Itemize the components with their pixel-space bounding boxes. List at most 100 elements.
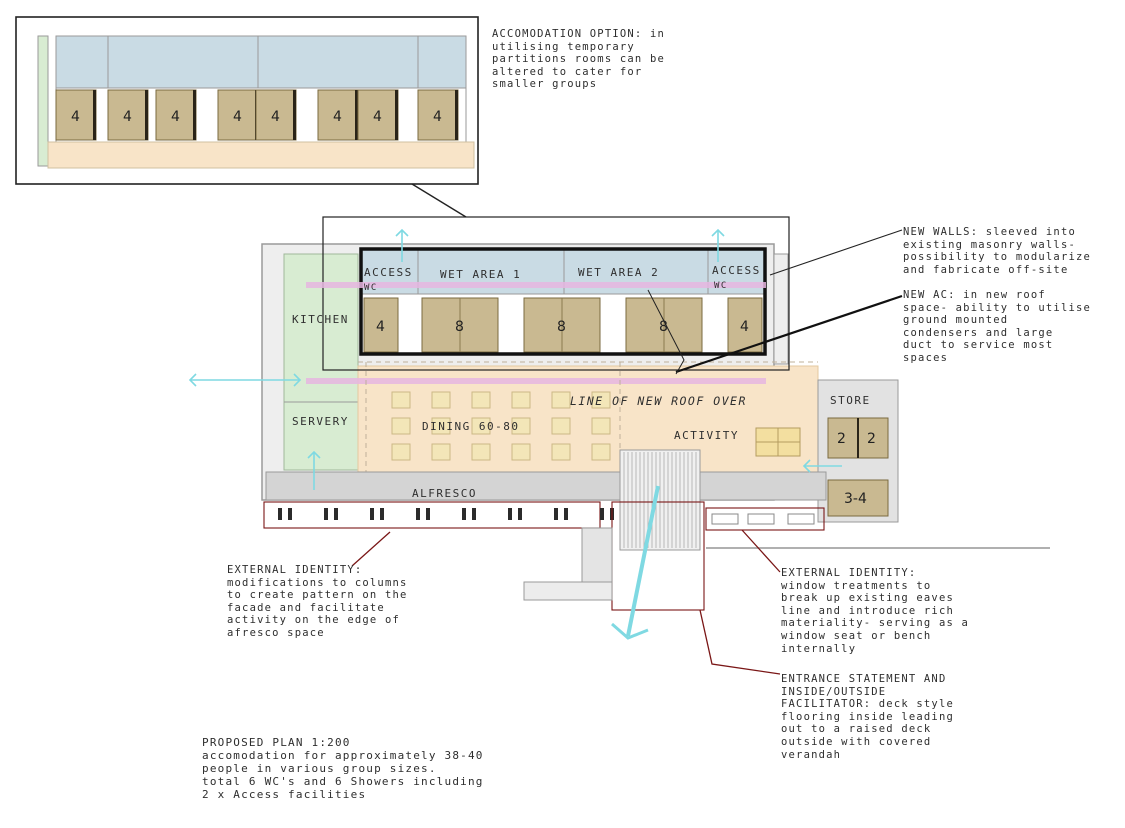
dining-table (591, 391, 611, 409)
dining-table (511, 443, 531, 461)
facade-column (426, 508, 430, 520)
annotation-new-ac: NEW AC: in new roof space- ability to ut… (903, 289, 1092, 364)
inset-room-number: 4 (123, 109, 132, 125)
column-leader (351, 531, 391, 567)
label-dining: DINING 60-80 (422, 420, 519, 433)
store-number-2: 2 (867, 431, 876, 447)
store-number-1: 2 (837, 431, 846, 447)
ac-duct-lower (306, 378, 766, 384)
alfresco-band (265, 471, 827, 501)
facade-column (334, 508, 338, 520)
inset-room-number: 4 (373, 109, 382, 125)
label-wc-left: WC (364, 283, 378, 293)
column-callout-box (263, 501, 601, 529)
label-wc-right: WC (714, 281, 728, 291)
new-walls-outline (359, 247, 767, 356)
facade-column (600, 508, 604, 520)
inset-leader-line (411, 183, 467, 218)
dining-table (431, 417, 451, 435)
dining-tables (391, 391, 611, 461)
dining-table (391, 443, 411, 461)
bunk-room (727, 297, 763, 353)
label-access-left: ACCESS (364, 266, 413, 279)
bunk-room-number: 8 (455, 319, 464, 335)
facade-column (554, 508, 558, 520)
facade-column (288, 508, 292, 520)
facade-column (564, 508, 568, 520)
dining-table (431, 443, 451, 461)
facade-column (472, 508, 476, 520)
dining-table (471, 417, 491, 435)
facade-column (462, 508, 466, 520)
dining-table (511, 391, 531, 409)
store-number-3: 3-4 (844, 491, 867, 507)
dining-table (391, 417, 411, 435)
inset-partition (355, 90, 358, 140)
dining-table (391, 391, 411, 409)
label-activity: ACTIVITY (674, 429, 739, 442)
annotation-proposed-plan: PROPOSED PLAN 1:200 accomodation for app… (202, 736, 484, 801)
dining-table (471, 443, 491, 461)
inset-room-number: 4 (433, 109, 442, 125)
label-wet-area-2: WET AREA 2 (578, 266, 659, 279)
label-alfresco: ALFRESCO (412, 487, 477, 500)
inset-partition (145, 90, 148, 140)
bunk-room-number: 8 (557, 319, 566, 335)
label-roof-line: LINE OF NEW ROOF OVER (570, 394, 747, 408)
dining-table (551, 417, 571, 435)
facade-column (508, 508, 512, 520)
inset-bunk-room (317, 89, 359, 141)
label-servery: SERVERY (292, 415, 349, 428)
inset-bunk-room (107, 89, 149, 141)
inset-bunk-room (155, 89, 197, 141)
inset-bunk-room (417, 89, 459, 141)
facade-column (518, 508, 522, 520)
window-leader (741, 529, 781, 573)
facade-column (370, 508, 374, 520)
inset-dining-edge (47, 141, 475, 169)
window-callout-box (705, 507, 825, 531)
inset-bunk-room (255, 89, 297, 141)
inset-partition (93, 90, 96, 140)
bunk-rooms: 4 8 8 8 4 (363, 297, 763, 353)
ac-duct-upper (306, 282, 766, 288)
kitchen-zone (283, 253, 359, 471)
label-access-right: ACCESS (712, 264, 761, 277)
entrance-leader (699, 609, 781, 675)
circulation-arrows (188, 228, 842, 640)
inset-partition (293, 90, 296, 140)
inset-room-number: 4 (333, 109, 342, 125)
inset-partition (395, 90, 398, 140)
inset-room-number: 4 (271, 109, 280, 125)
label-wet-area-1: WET AREA 1 (440, 268, 521, 281)
dining-table (591, 443, 611, 461)
dining-table (591, 417, 611, 435)
inset-room-number: 4 (171, 109, 180, 125)
store-room-34 (827, 479, 889, 517)
main-plan: 4 8 8 8 4 (188, 216, 1050, 675)
new-ac-leader (675, 294, 903, 374)
inset-bunk-room (55, 89, 97, 141)
label-kitchen: KITCHEN (292, 313, 349, 326)
dining-table (511, 417, 531, 435)
annotation-external-identity-right: EXTERNAL IDENTITY: window treatments to … (781, 567, 970, 655)
bunk-room-number: 4 (376, 319, 385, 335)
inset-partition (455, 90, 458, 140)
bunk-room (363, 297, 399, 353)
inset-room-number: 4 (71, 109, 80, 125)
bunk-room-number: 4 (740, 319, 749, 335)
inset-bunk-room (357, 89, 399, 141)
dining-table (551, 391, 571, 409)
dining-table (431, 391, 451, 409)
label-store: STORE (830, 394, 871, 407)
bunk-room-number: 8 (659, 319, 668, 335)
facade-column (278, 508, 282, 520)
annotation-accommodation-option: ACCOMODATION OPTION: in utilising tempor… (492, 28, 665, 91)
dining-table (471, 391, 491, 409)
dining-table (551, 443, 571, 461)
inset-partition (193, 90, 196, 140)
inset-wet-areas (55, 35, 467, 89)
